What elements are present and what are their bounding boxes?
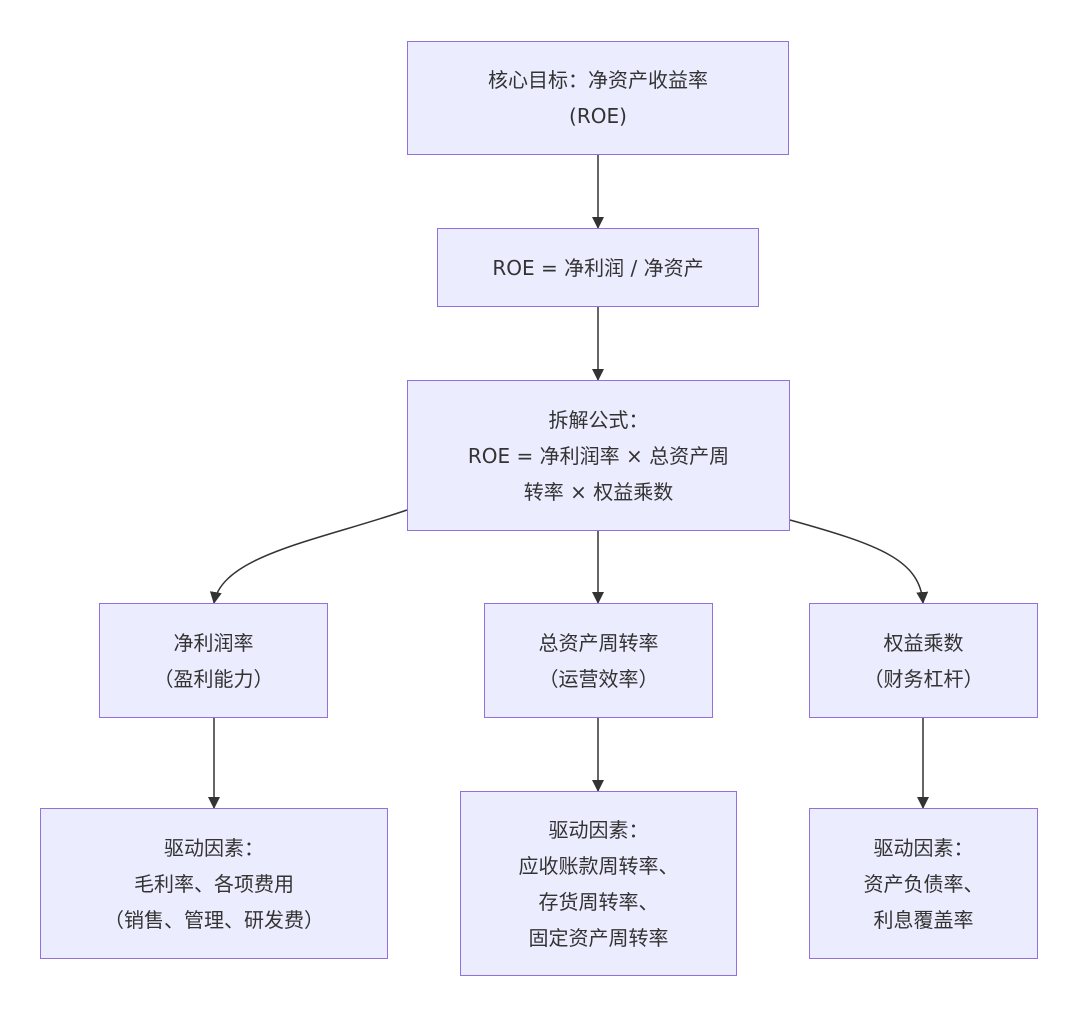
node-net-margin: 净利润率 （盈利能力） [99, 603, 328, 718]
node-asset-turnover: 总资产周转率 （运营效率） [484, 603, 713, 718]
node-text-line: （财务杠杆） [863, 666, 984, 691]
node-turnover-drivers: 驱动因素： 应收账款周转率、 存货周转率、 固定资产周转率 [460, 791, 737, 976]
node-text-line: 权益乘数 [883, 630, 964, 655]
node-text-line: 净利润率 [173, 630, 254, 655]
node-text-line: 驱动因素： [873, 835, 974, 860]
node-roe-goal: 核心目标：净资产收益率 (ROE) [407, 41, 789, 155]
node-leverage-drivers: 驱动因素： 资产负债率、 利息覆盖率 [809, 808, 1038, 959]
node-text-line: （盈利能力） [153, 666, 274, 691]
node-text-line: (ROE) [569, 104, 627, 128]
node-text-line: 毛利率、各项费用 [134, 871, 294, 896]
node-text-line: （销售、管理、研发费） [104, 907, 324, 932]
node-text-line: 固定资产周转率 [528, 925, 669, 950]
node-text-line: 拆解公式： [548, 407, 649, 432]
node-margin-drivers: 驱动因素： 毛利率、各项费用 （销售、管理、研发费） [40, 808, 388, 959]
node-text-line: ROE = 净利润率 × 总资产周 [467, 443, 730, 468]
node-text-line: 存货周转率、 [538, 889, 659, 914]
edge-dupont-formula-to-net-margin [209, 509, 408, 604]
node-equity-multiplier: 权益乘数 （财务杠杆） [809, 603, 1038, 718]
node-text-line: ROE = 净利润 / 净资产 [492, 255, 704, 280]
node-roe-formula: ROE = 净利润 / 净资产 [437, 228, 759, 307]
node-text-line: 核心目标：净资产收益率 [488, 68, 708, 92]
node-text-line: 资产负债率、 [863, 871, 984, 896]
node-text-line: 转率 × 权益乘数 [523, 479, 674, 504]
node-text-line: 驱动因素： [164, 835, 264, 860]
node-text-line: 利息覆盖率 [873, 907, 974, 932]
node-dupont-formula: 拆解公式： ROE = 净利润率 × 总资产周 转率 × 权益乘数 [407, 380, 790, 531]
edge-dupont-formula-to-equity-multiplier [789, 519, 929, 604]
node-text-line: 应收账款周转率、 [518, 853, 679, 878]
node-text-line: 总资产周转率 [538, 630, 659, 655]
node-text-line: 驱动因素： [548, 817, 649, 842]
node-text-line: （运营效率） [538, 666, 659, 691]
